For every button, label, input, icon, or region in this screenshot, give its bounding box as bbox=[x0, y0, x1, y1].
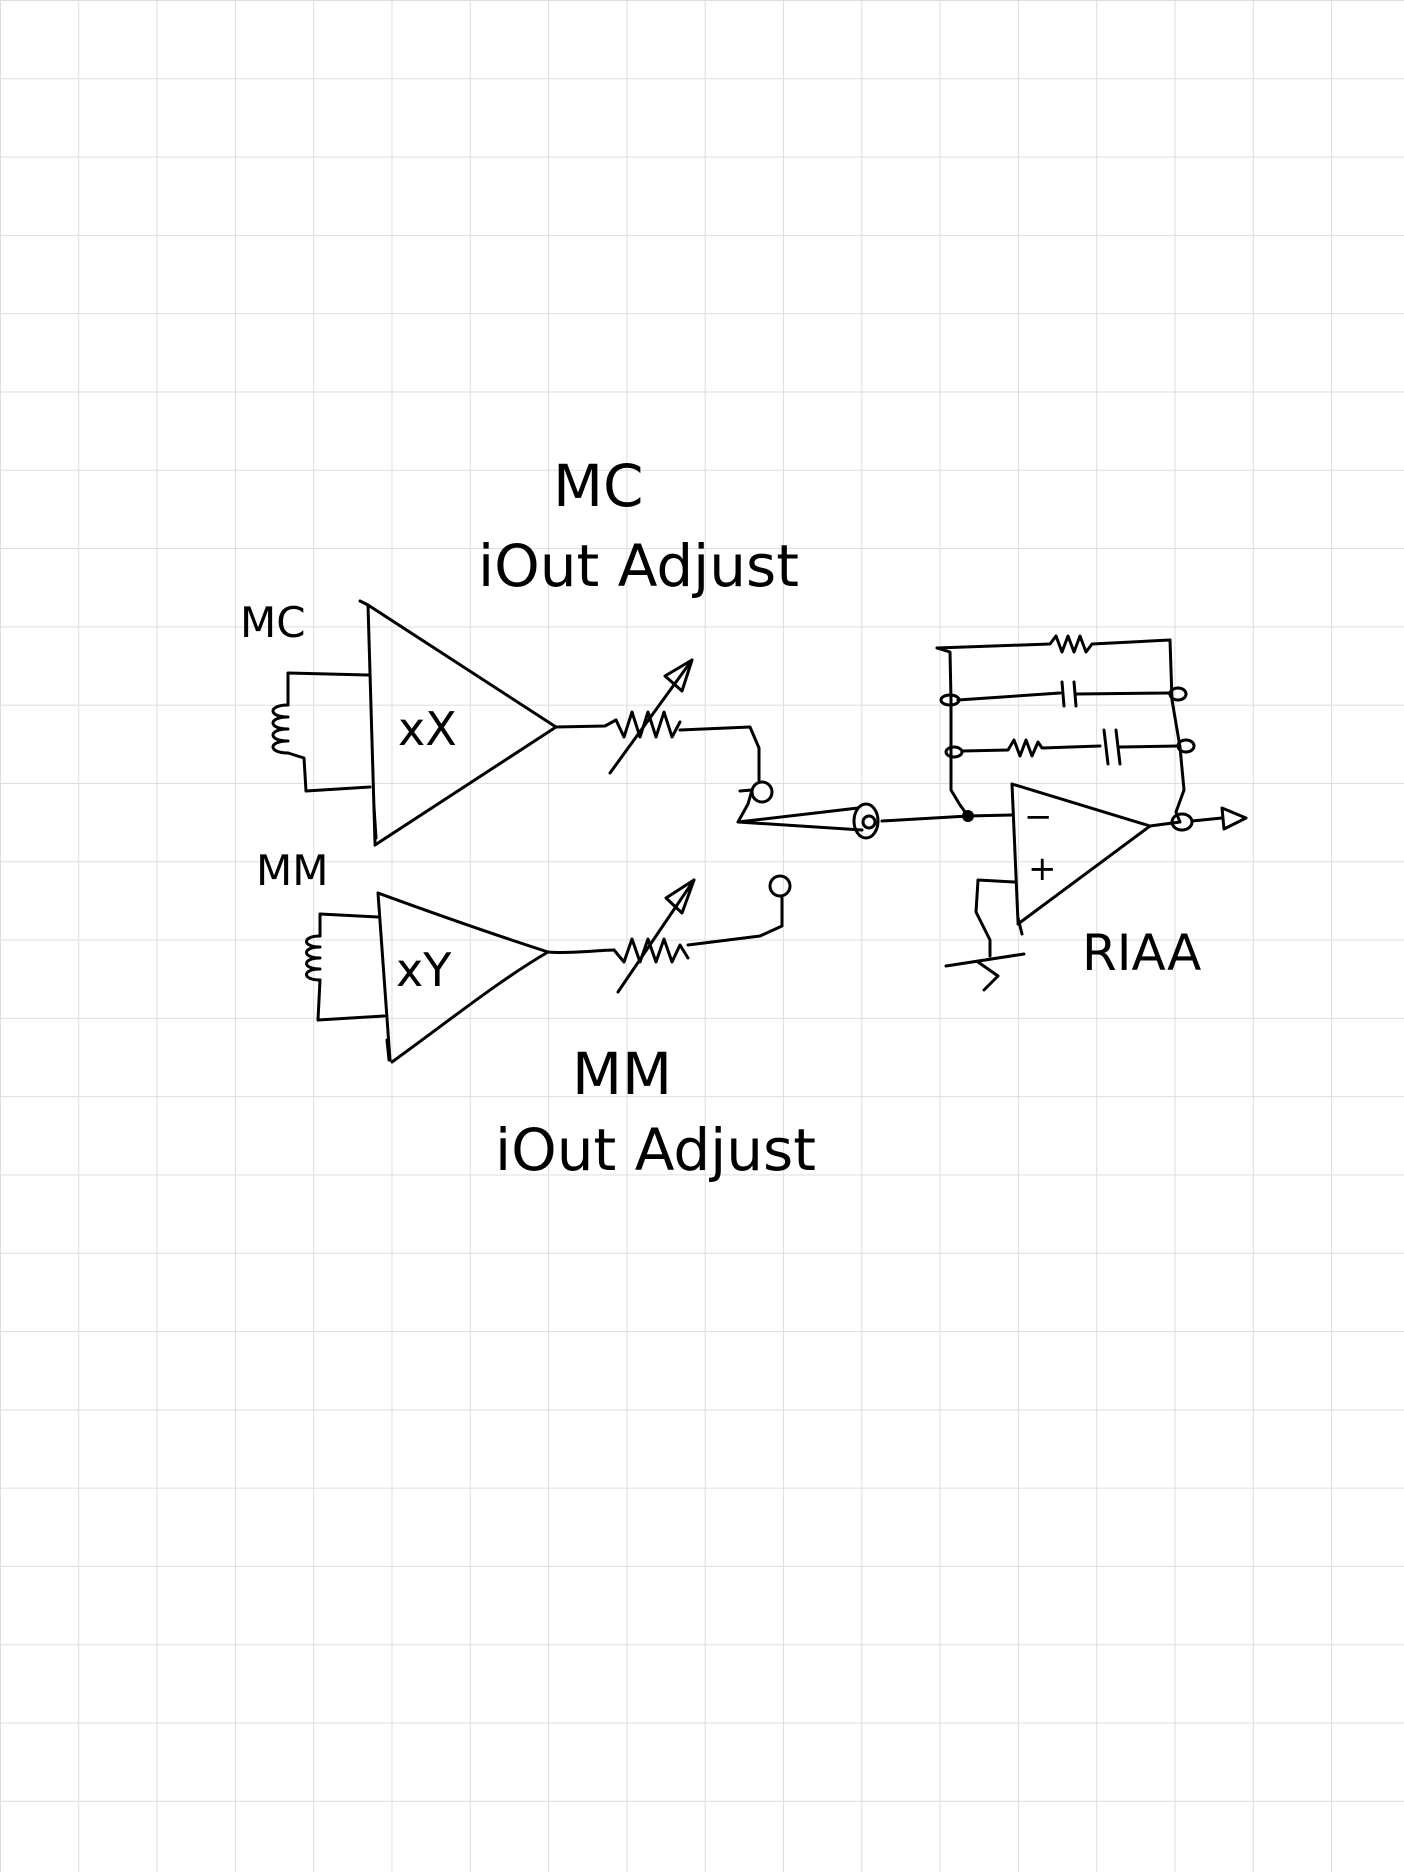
mm-switch-contact bbox=[768, 874, 792, 898]
opamp-plus-sign: + bbox=[1028, 849, 1057, 889]
selector-switch-icon bbox=[736, 780, 880, 840]
opamp-output-wire bbox=[1148, 820, 1182, 828]
output-arrow-icon bbox=[1190, 806, 1248, 831]
mm-input-label: MM bbox=[256, 846, 328, 895]
mc-to-switch-wire bbox=[678, 725, 761, 782]
ground-symbol-icon bbox=[944, 878, 1026, 992]
mc-input-label: MC bbox=[240, 598, 306, 647]
mc-adjust-subtitle: iOut Adjust bbox=[478, 532, 799, 600]
feedback-rc-series-icon bbox=[944, 728, 1196, 766]
mm-to-switch-wire bbox=[686, 896, 784, 947]
opamp-inverting-input-wire bbox=[966, 813, 1014, 818]
mm-output-wire bbox=[546, 948, 616, 955]
feedback-capacitor-icon bbox=[939, 680, 1188, 708]
mc-output-wire bbox=[554, 718, 618, 729]
opamp-minus-sign: − bbox=[1024, 797, 1053, 837]
switch-to-opamp-wire bbox=[880, 814, 970, 823]
mc-amplifier-triangle bbox=[358, 599, 558, 847]
mm-cartridge-coil-icon bbox=[305, 912, 386, 1022]
mc-gain-label: xX bbox=[398, 702, 457, 756]
mc-variable-resistor-icon bbox=[608, 658, 694, 775]
mm-adjust-subtitle: iOut Adjust bbox=[495, 1116, 816, 1184]
mc-cartridge-coil-icon bbox=[271, 671, 372, 793]
riaa-label: RIAA bbox=[1082, 924, 1201, 982]
mm-gain-label: xY bbox=[396, 943, 452, 997]
feedback-resistor-icon bbox=[935, 634, 1172, 654]
mm-variable-resistor-icon bbox=[612, 878, 696, 994]
feedback-network bbox=[935, 634, 1196, 824]
mm-adjust-title: MM bbox=[572, 1040, 672, 1108]
mc-adjust-title: MC bbox=[553, 452, 644, 520]
